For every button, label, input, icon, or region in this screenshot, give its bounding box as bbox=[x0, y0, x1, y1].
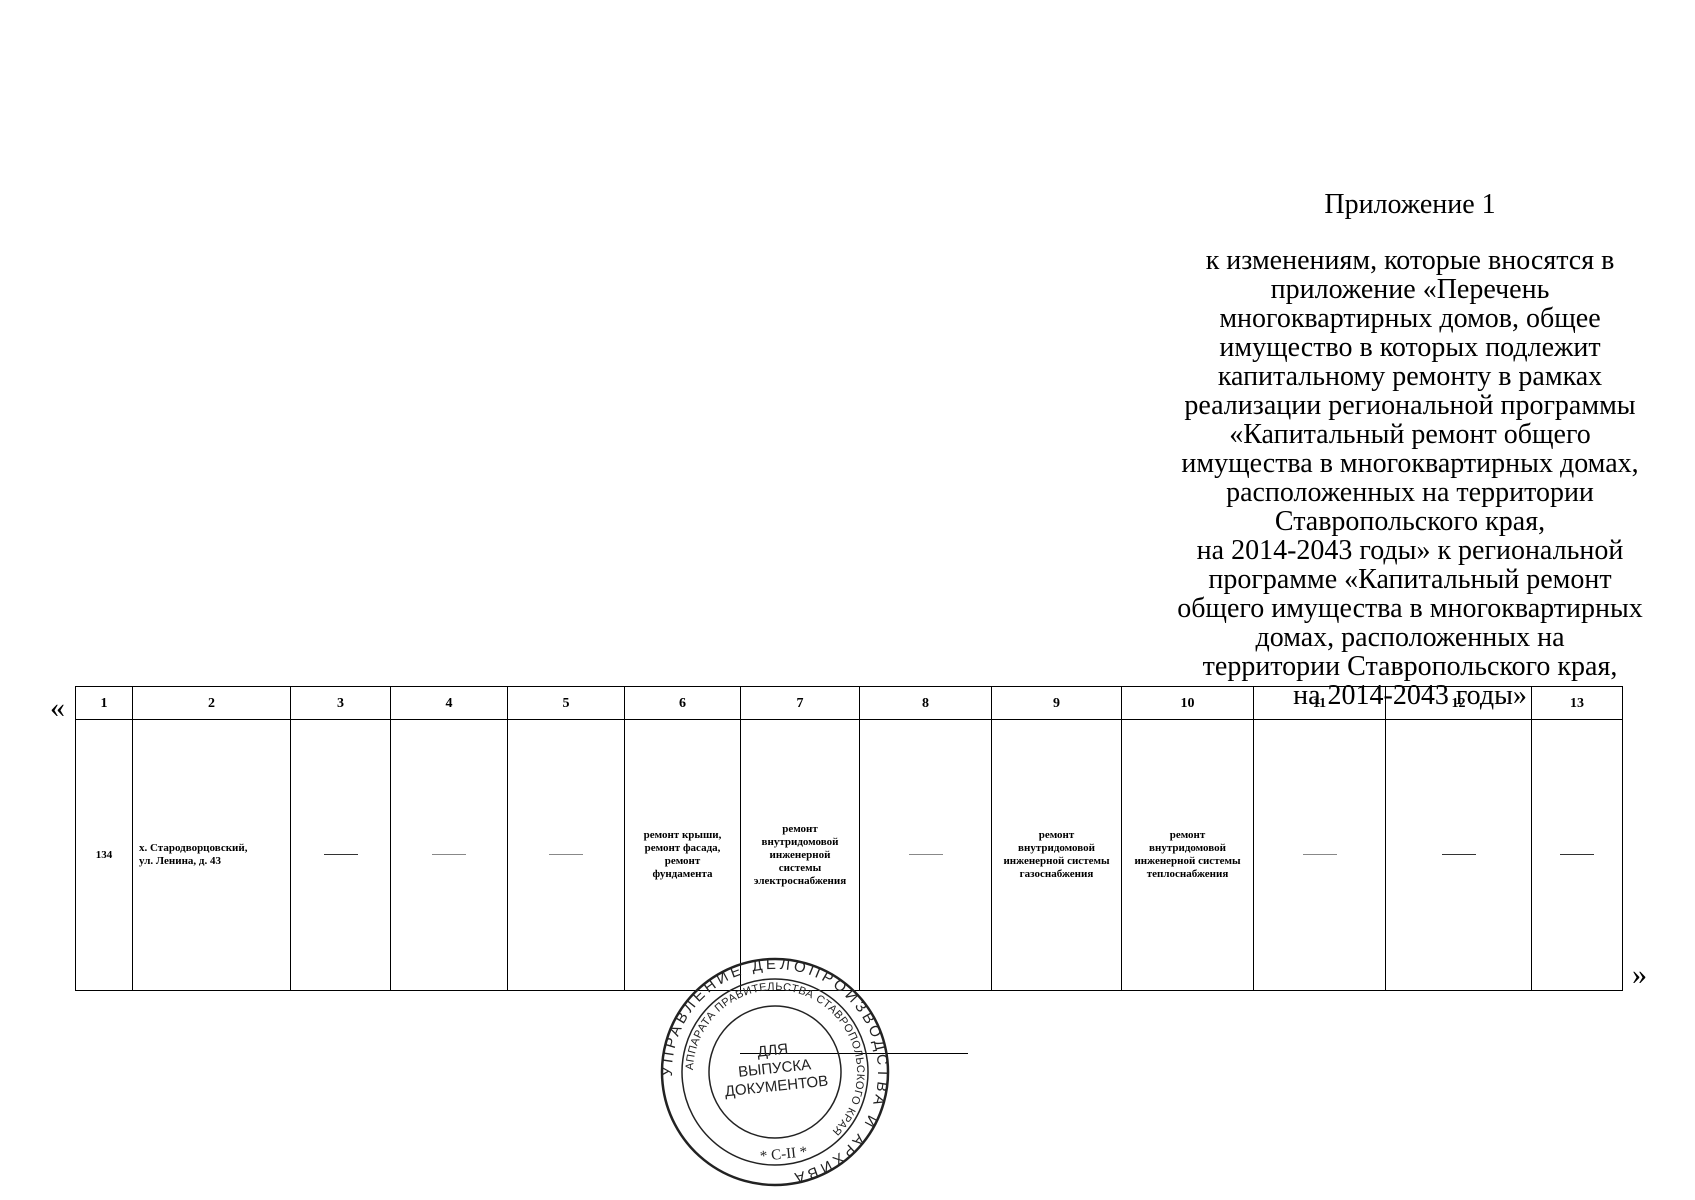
description-line: капитальному ремонту в рамках bbox=[1217, 361, 1603, 392]
work-cell: ремонт внутридомовой инженерной системы … bbox=[991, 719, 1122, 991]
dash-mark bbox=[908, 854, 943, 856]
signature-line bbox=[740, 1053, 968, 1054]
dash-mark bbox=[1441, 854, 1476, 856]
empty-cell bbox=[1531, 719, 1623, 991]
stamp-center-line: ДЛЯ bbox=[757, 1041, 789, 1061]
work-line: электроснабжения bbox=[753, 874, 847, 887]
address-line: ул. Ленина, д. 43 bbox=[139, 855, 221, 867]
column-header: 13 bbox=[1531, 686, 1623, 720]
column-header: 8 bbox=[859, 686, 992, 720]
work-line: ремонт bbox=[664, 855, 701, 867]
description-line: имущества в многоквартирных домах, bbox=[1181, 448, 1639, 479]
work-line: ремонт bbox=[782, 822, 818, 835]
description-line: расположенных на территории bbox=[1226, 477, 1594, 508]
column-header: 4 bbox=[390, 686, 508, 720]
description-line: территории Ставропольского края, bbox=[1202, 651, 1618, 682]
opening-quote: « bbox=[50, 691, 65, 724]
column-header: 6 bbox=[624, 686, 741, 720]
empty-cell bbox=[290, 719, 391, 991]
description-line: приложение «Перечень bbox=[1270, 274, 1550, 305]
work-line: инженерной системы bbox=[1003, 855, 1110, 867]
dash-mark bbox=[549, 854, 583, 856]
work-line: газоснабжения bbox=[1019, 868, 1094, 880]
empty-cell bbox=[1253, 719, 1386, 991]
work-line: системы bbox=[778, 861, 822, 874]
work-line: ремонт крыши, bbox=[643, 829, 722, 841]
address-cell: х. Стародворцовский, ул. Ленина, д. 43 bbox=[132, 719, 291, 991]
dash-mark bbox=[1302, 854, 1337, 856]
dash-mark bbox=[323, 854, 358, 856]
column-header: 5 bbox=[507, 686, 625, 720]
stamp-series: * С-II * bbox=[759, 1144, 808, 1165]
work-cell: ремонт внутридомовой инженерной системы … bbox=[1121, 719, 1254, 991]
column-header: 9 bbox=[991, 686, 1122, 720]
work-cell: ремонт внутридомовой инженерной системы … bbox=[740, 719, 860, 991]
work-line: внутридомовой bbox=[1018, 842, 1095, 854]
closing-quote: » bbox=[1632, 958, 1647, 991]
work-line: теплоснабжения bbox=[1146, 868, 1229, 880]
column-header: 12 bbox=[1385, 686, 1532, 720]
appendix-description: к изменениям, которые вносятся в приложе… bbox=[1150, 246, 1670, 710]
column-header: 2 bbox=[132, 686, 291, 720]
work-line: инженерной системы bbox=[1134, 855, 1241, 867]
table-row: 134 х. Стародворцовский, ул. Ленина, д. … bbox=[75, 719, 1623, 991]
empty-cell bbox=[390, 719, 508, 991]
work-line: ремонт фасада, bbox=[644, 842, 721, 854]
appendix-heading: Приложение 1 к изменениям, которые внося… bbox=[1150, 190, 1670, 710]
empty-cell bbox=[859, 719, 992, 991]
official-stamp: УПРАВЛЕНИЕ ДЕЛОПРОИЗВОДСТВА И АРХИВА АПП… bbox=[660, 957, 890, 1187]
description-line: реализации региональной программы bbox=[1184, 390, 1636, 421]
column-header: 7 bbox=[740, 686, 860, 720]
work-line: фундамента bbox=[652, 868, 713, 880]
work-line: инженерной bbox=[769, 848, 831, 861]
work-line: внутридомовой bbox=[1149, 842, 1226, 854]
work-line: ремонт bbox=[1169, 829, 1206, 841]
appendix-title: Приложение 1 bbox=[1324, 189, 1496, 220]
housing-table: 1 2 3 4 5 6 7 8 9 10 11 12 13 134 х. Ста… bbox=[75, 686, 1623, 991]
empty-cell bbox=[1385, 719, 1532, 991]
description-line: домах, расположенных на bbox=[1255, 622, 1565, 653]
column-header: 1 bbox=[75, 686, 133, 720]
header-row: 1 2 3 4 5 6 7 8 9 10 11 12 13 bbox=[75, 686, 1623, 720]
dash-mark bbox=[432, 854, 466, 856]
work-line: внутридомовой bbox=[761, 835, 839, 848]
work-line: ремонт bbox=[1038, 829, 1075, 841]
empty-cell bbox=[507, 719, 625, 991]
description-line: имущество в которых подлежит bbox=[1219, 332, 1601, 363]
description-line: к изменениям, которые вносятся в bbox=[1205, 245, 1615, 276]
address-line: х. Стародворцовский, bbox=[139, 842, 248, 854]
description-line: общего имущества в многоквартирных bbox=[1177, 593, 1643, 624]
dash-mark bbox=[1560, 854, 1594, 856]
row-number: 134 bbox=[75, 719, 133, 991]
description-line: Ставропольского края, bbox=[1274, 506, 1546, 537]
column-header: 3 bbox=[290, 686, 391, 720]
description-line: на 2014-2043 годы» к региональной bbox=[1196, 535, 1624, 566]
column-header: 10 bbox=[1121, 686, 1254, 720]
description-line: программе «Капитальный ремонт bbox=[1208, 564, 1612, 595]
work-cell: ремонт крыши, ремонт фасада, ремонт фунд… bbox=[624, 719, 741, 991]
description-line: «Капитальный ремонт общего bbox=[1229, 419, 1591, 450]
description-line: многоквартирных домов, общее bbox=[1219, 303, 1601, 334]
column-header: 11 bbox=[1253, 686, 1386, 720]
